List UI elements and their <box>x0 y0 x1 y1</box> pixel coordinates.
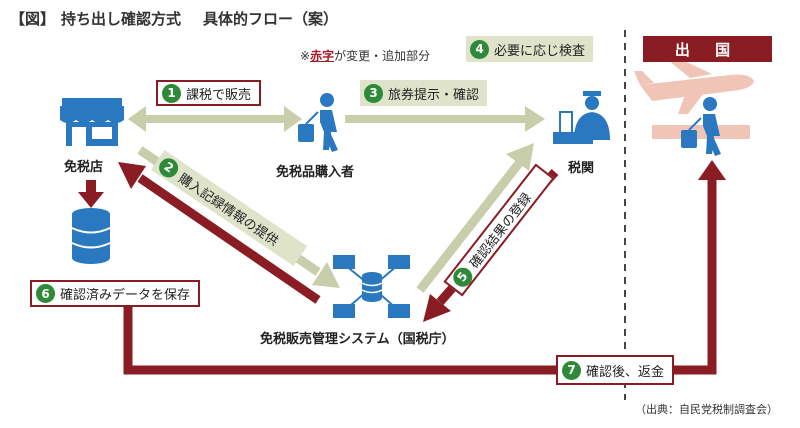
source-note: （出典：自民党税制調査会） <box>635 403 778 416</box>
step-4-box: 4 必要に応じ検査 <box>466 36 594 62</box>
step-7-number: 7 <box>562 360 581 380</box>
database-icon <box>71 208 111 264</box>
step-3-number: 3 <box>364 83 383 103</box>
step-6-label: 確認済みデータを保存 <box>60 288 191 303</box>
customs-label: 税関 <box>568 161 595 176</box>
traveler-icon <box>298 93 338 152</box>
system-label: 免税販売管理システム（国税庁） <box>260 332 455 347</box>
step-1-box: 1 課税で販売 <box>156 80 262 106</box>
refund-path <box>123 160 726 375</box>
change-note: ※赤字が変更・追加部分 <box>300 47 430 64</box>
store-label: 免税店 <box>64 160 104 175</box>
step-4-number: 4 <box>470 39 489 59</box>
airplane-icon <box>634 58 754 139</box>
arrow-store-buyer <box>128 106 302 132</box>
arrow-system-customs <box>416 143 534 293</box>
step-3-box: 3 旅券提示・確認 <box>360 80 488 106</box>
network-icon <box>333 255 410 318</box>
step-1-label: 課税で販売 <box>186 87 252 103</box>
customs-officer-icon <box>553 91 610 144</box>
step-6-box: 6 確認済みデータを保存 <box>30 280 201 307</box>
figure-title-sub: 具体的フロー（案） <box>203 10 339 28</box>
buyer-label: 免税品購入者 <box>276 165 355 180</box>
step-7-label: 確認後、返金 <box>586 364 665 380</box>
figure-title-bracket: 【図】 <box>10 10 56 28</box>
change-note-red: 赤字 <box>310 49 335 63</box>
step-1-number: 1 <box>162 83 181 103</box>
step-3-label: 旅券提示・確認 <box>388 87 480 103</box>
store-icon <box>60 98 124 146</box>
change-note-suffix: が変更・追加部分 <box>334 49 431 63</box>
step-6-number: 6 <box>36 284 55 303</box>
figure-title: 【図】持ち出し確認方式 具体的フロー（案） <box>10 8 338 29</box>
arrow-store-db <box>78 180 104 208</box>
arrow-buyer-customs <box>345 106 545 132</box>
step-4-label: 必要に応じ検査 <box>494 43 586 59</box>
figure-title-main: 持ち出し確認方式 <box>61 10 182 28</box>
change-note-prefix: ※ <box>300 49 311 63</box>
departure-banner: 出 国 <box>643 36 772 62</box>
departing-traveler-icon <box>681 97 721 156</box>
arrow-system-store <box>118 162 321 304</box>
step-7-box: 7 確認後、返金 <box>556 355 675 385</box>
